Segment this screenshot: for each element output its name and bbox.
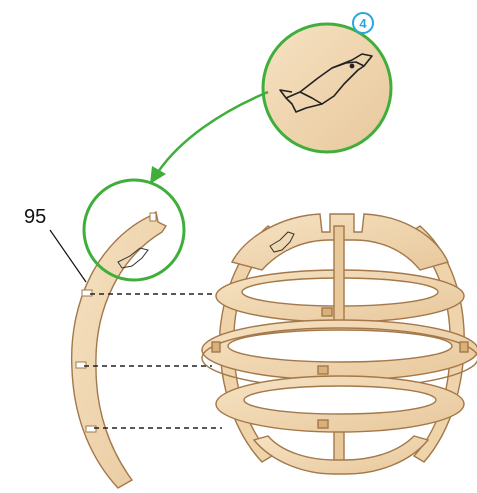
- step-number-badge: 4: [352, 12, 374, 34]
- green-curved-arrow-icon: [150, 92, 268, 184]
- sphere-assembly: [202, 214, 477, 474]
- part-95-arc: [72, 212, 166, 488]
- dashed-guide-lines: [84, 294, 226, 428]
- part-number-leader: [50, 230, 86, 282]
- part-number-label: 95: [24, 206, 46, 229]
- zoom-callout-top: [263, 24, 391, 152]
- step-number-text: 4: [359, 16, 366, 31]
